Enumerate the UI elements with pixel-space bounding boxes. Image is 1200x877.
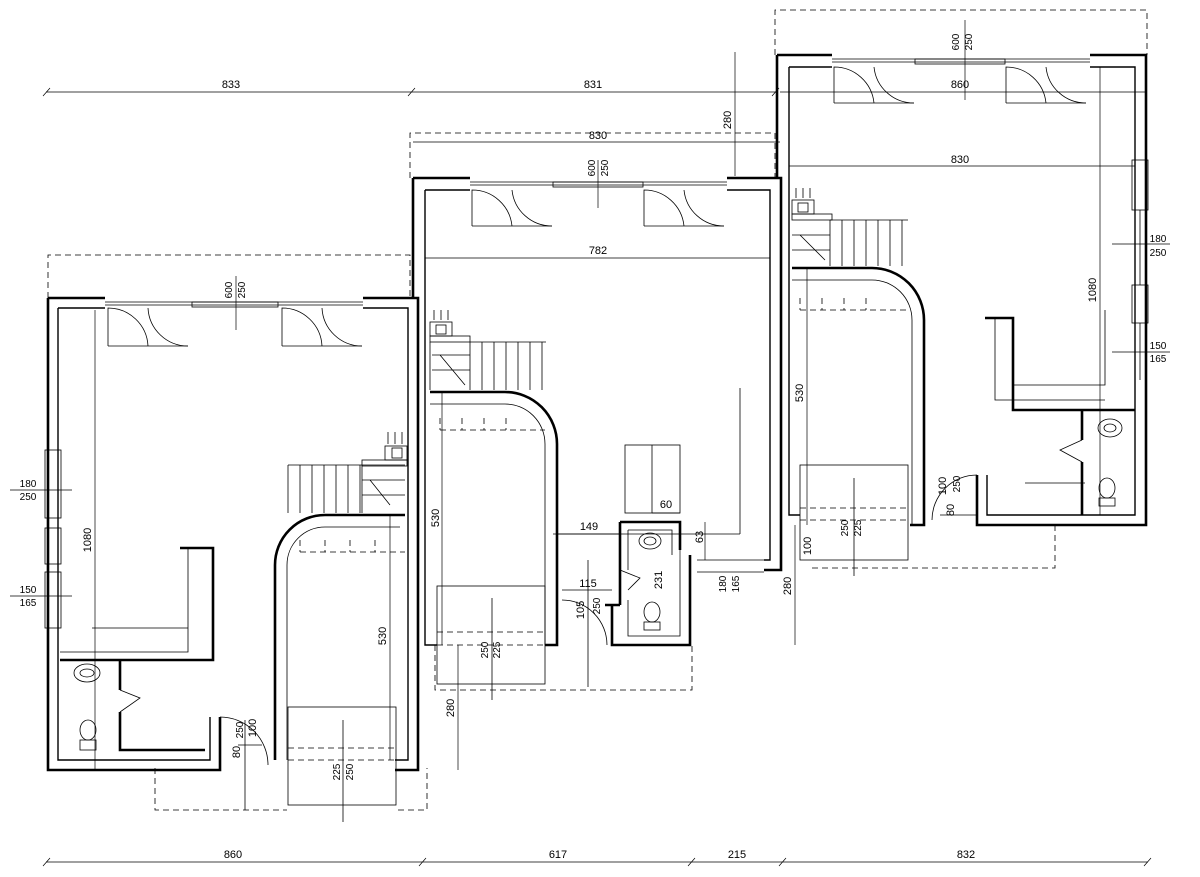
middle-window-250: 250 (600, 159, 611, 176)
dashed-outlines (47, 9, 1148, 811)
left-side-150: 150 (20, 585, 37, 596)
right-side-150: 150 (1150, 341, 1167, 352)
right-window-600: 600 (951, 33, 962, 50)
middle-door-225: 225 (492, 641, 503, 658)
right-entry-250: 250 (952, 475, 963, 492)
dimension-lines (10, 20, 1170, 867)
middle-window-600: 600 (587, 159, 598, 176)
dim-bottom-2: 617 (549, 849, 567, 861)
right-window-250: 250 (964, 33, 975, 50)
dim-right-offset: 280 (722, 111, 734, 129)
dim-105: 105 (575, 601, 587, 619)
dim-middle-stair: 530 (430, 509, 442, 527)
dim-80-left: 80 (231, 746, 243, 758)
dimension-labels: 833 831 860 617 215 832 830 782 860 830 … (82, 79, 1099, 861)
left-side-180: 180 (20, 479, 37, 490)
middle-side-180: 180 (718, 575, 729, 592)
left-window-600: 600 (224, 281, 235, 298)
dim-right-height: 1080 (1087, 278, 1099, 302)
left-door-250: 250 (345, 763, 356, 780)
dim-right-bottom: 280 (782, 577, 794, 595)
dim-top-left: 833 (222, 79, 240, 91)
middle-door-250: 250 (480, 641, 491, 658)
dim-100-right: 100 (937, 477, 949, 495)
dim-bottom-3: 215 (728, 849, 746, 861)
dim-right-width-inner: 830 (951, 154, 969, 166)
left-entry-250: 250 (235, 721, 246, 738)
dim-left-stair: 530 (377, 627, 389, 645)
middle-house (411, 176, 783, 700)
left-window-250: 250 (237, 281, 248, 298)
dim-middle-width-inner: 782 (589, 245, 607, 257)
right-side-180: 180 (1150, 234, 1167, 245)
dim-left-height: 1080 (82, 528, 94, 552)
left-side-250: 250 (20, 492, 37, 503)
dim-100-mid: 100 (802, 537, 814, 555)
dim-right-stair: 530 (794, 384, 806, 402)
right-door-225: 225 (853, 519, 864, 536)
dim-top-middle: 831 (584, 79, 602, 91)
dim-bottom-4: 832 (957, 849, 975, 861)
dim-bottom-1: 860 (224, 849, 242, 861)
dim-231: 231 (653, 571, 665, 589)
middle-side-165: 165 (731, 575, 742, 592)
left-house (44, 296, 420, 822)
dim-100-left: 100 (247, 719, 259, 737)
dim-115: 115 (579, 578, 597, 590)
dim-right-width-top: 860 (951, 79, 969, 91)
right-door-250: 250 (840, 519, 851, 536)
dim-63: 63 (694, 531, 706, 543)
dim-149: 149 (580, 521, 598, 533)
left-door-225: 225 (332, 763, 343, 780)
right-side-250: 250 (1150, 248, 1167, 259)
wc-door-250: 250 (592, 597, 603, 614)
opening-labels: 600 250 600 250 600 250 180 250 150 165 … (20, 33, 1167, 780)
dim-60: 60 (660, 499, 672, 511)
dim-80-right: 80 (945, 504, 957, 516)
right-side-165: 165 (1150, 354, 1167, 365)
dim-middle-width-top: 830 (589, 130, 607, 142)
right-house (775, 53, 1149, 576)
left-side-165: 165 (20, 598, 37, 609)
dim-middle-offset: 280 (445, 699, 457, 717)
